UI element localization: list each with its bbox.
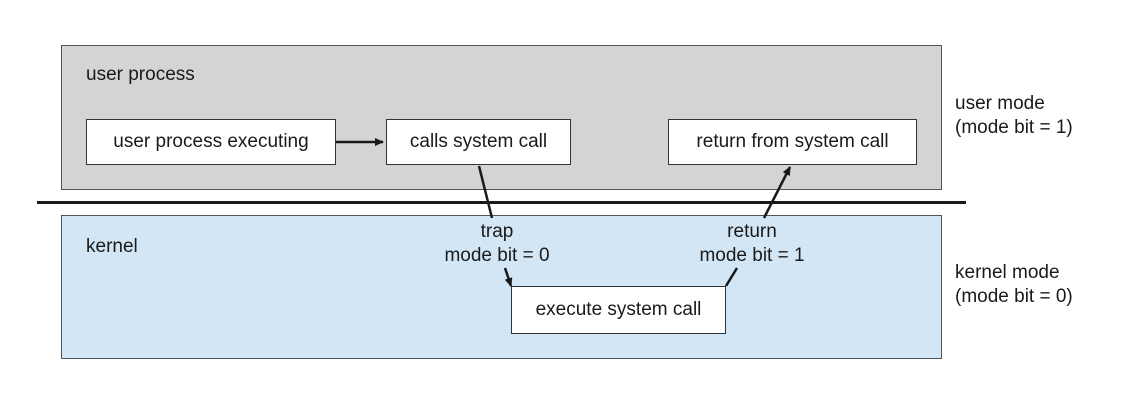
trap-label-line1: trap — [480, 221, 514, 242]
execute-system-call-text: execute system call — [535, 299, 702, 320]
user-process-executing-box: user process executing — [86, 119, 336, 165]
calls-system-call-text: calls system call — [409, 131, 548, 152]
return-label-line1: return — [727, 221, 777, 242]
user-process-executing-text: user process executing — [113, 131, 309, 152]
mode-boundary-line — [37, 201, 966, 204]
trap-label-line2: mode bit = 0 — [444, 245, 550, 266]
kernel-mode-label-line2: (mode bit = 0) — [955, 286, 1073, 307]
trap-label: trap mode bit = 0 — [425, 220, 569, 268]
user-process-label: user process — [86, 64, 195, 85]
calls-system-call-box: calls system call — [386, 119, 571, 165]
user-mode-label: user mode (mode bit = 1) — [955, 92, 1073, 140]
kernel-mode-label-line1: kernel mode — [955, 262, 1060, 283]
user-mode-label-line1: user mode — [955, 93, 1045, 114]
return-from-system-call-box: return from system call — [668, 119, 917, 165]
return-from-system-call-text: return from system call — [696, 131, 889, 152]
return-label: return mode bit = 1 — [680, 220, 824, 268]
kernel-region: kernel — [61, 215, 942, 359]
user-process-region: user process — [61, 45, 942, 190]
user-mode-label-line2: (mode bit = 1) — [955, 117, 1073, 138]
kernel-label: kernel — [86, 236, 138, 257]
kernel-mode-label: kernel mode (mode bit = 0) — [955, 261, 1073, 309]
execute-system-call-box: execute system call — [511, 286, 726, 334]
return-label-line2: mode bit = 1 — [699, 245, 805, 266]
